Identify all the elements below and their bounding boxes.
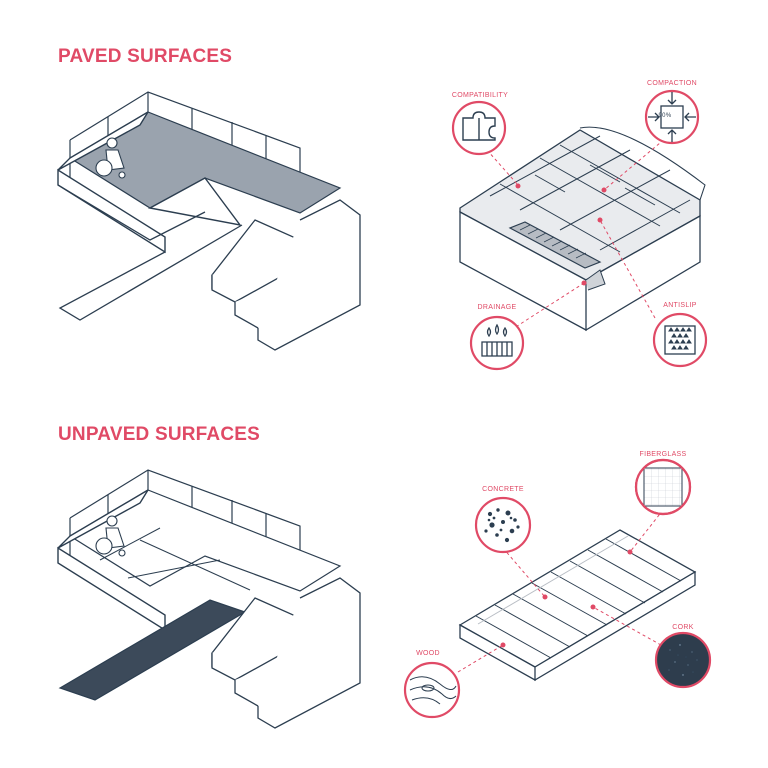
block-sides xyxy=(459,210,701,332)
label-wood: WOOD xyxy=(416,650,440,657)
board-sides xyxy=(459,570,696,682)
paved-ramp-illustration xyxy=(57,91,361,351)
label-compaction: COMPACTION xyxy=(647,80,697,87)
concrete-texture-icon xyxy=(484,508,520,543)
callout-fiberglass xyxy=(634,458,692,516)
drainage-channel xyxy=(508,221,602,269)
unpaved-stairs xyxy=(211,577,361,729)
paver-joints xyxy=(489,135,691,253)
cork-texture-icon xyxy=(667,643,699,677)
label-concrete: CONCRETE xyxy=(482,486,524,493)
callout-compatibility xyxy=(451,100,507,156)
drainage-icon xyxy=(481,323,513,357)
unpaved-board-illustration xyxy=(458,529,697,682)
label-drainage: DRAINAGE xyxy=(477,304,517,311)
fiberglass-texture-icon xyxy=(643,467,683,507)
unpaved-surfaces-title: UNPAVED SURFACES xyxy=(58,424,261,445)
callout-cork xyxy=(654,631,712,689)
paved-stairs xyxy=(211,199,361,351)
callout-wood xyxy=(403,661,461,719)
antislip-icon xyxy=(664,325,696,355)
paved-block-illustration xyxy=(459,126,706,332)
wheelchair-user-icon xyxy=(95,137,126,179)
label-fiberglass: FIBERGLASS xyxy=(639,451,687,458)
label-cork: CORK xyxy=(672,624,694,631)
puzzle-icon xyxy=(462,111,496,141)
label-compatibility: COMPATIBILITY xyxy=(451,92,509,99)
callout-drainage xyxy=(469,315,525,371)
compaction-value: 90% xyxy=(658,113,672,119)
label-antislip: ANTISLIP xyxy=(663,302,697,309)
unpaved-ramp-illustration xyxy=(57,469,361,729)
board-planks xyxy=(475,535,682,659)
paved-surfaces-title: PAVED SURFACES xyxy=(58,46,233,67)
callout-concrete xyxy=(474,496,532,554)
callout-antislip xyxy=(652,312,708,368)
wheelchair-user-icon xyxy=(95,515,126,557)
callout-compaction xyxy=(644,89,700,145)
compaction-icon xyxy=(660,105,684,129)
wood-texture-icon xyxy=(409,676,457,705)
drainage-grate xyxy=(519,224,587,259)
